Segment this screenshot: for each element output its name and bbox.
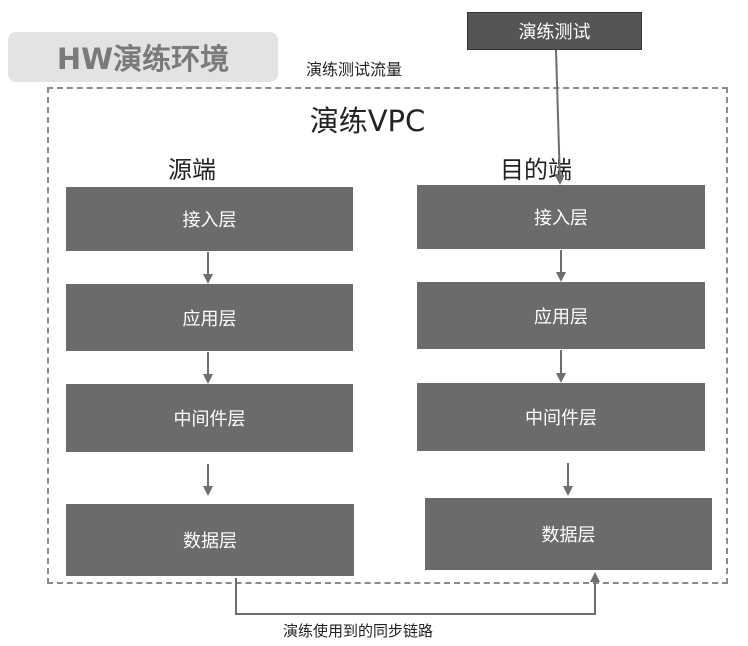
drill-test-box: 演练测试: [467, 12, 642, 50]
source-data-layer: 数据层: [66, 504, 354, 576]
vpc-title: 演练VPC: [309, 104, 426, 138]
source-application-layer: 应用层: [66, 284, 353, 351]
environment-badge: HW演练环境: [8, 32, 278, 82]
sync-link-label: 演练使用到的同步链路: [283, 622, 434, 640]
destination-access-layer: 接入层: [417, 185, 705, 249]
test-traffic-arrow: [554, 49, 565, 185]
source-access-layer: 接入层: [66, 187, 353, 251]
sync-link-arrow: [235, 572, 600, 615]
source-title: 源端: [168, 156, 216, 184]
destination-data-layer: 数据层: [425, 498, 712, 570]
destination-application-layer: 应用层: [417, 282, 705, 349]
destination-middleware-layer: 中间件层: [417, 383, 705, 451]
vpc-container: [47, 87, 728, 584]
test-traffic-label: 演练测试流量: [306, 60, 403, 79]
source-middleware-layer: 中间件层: [66, 384, 353, 452]
